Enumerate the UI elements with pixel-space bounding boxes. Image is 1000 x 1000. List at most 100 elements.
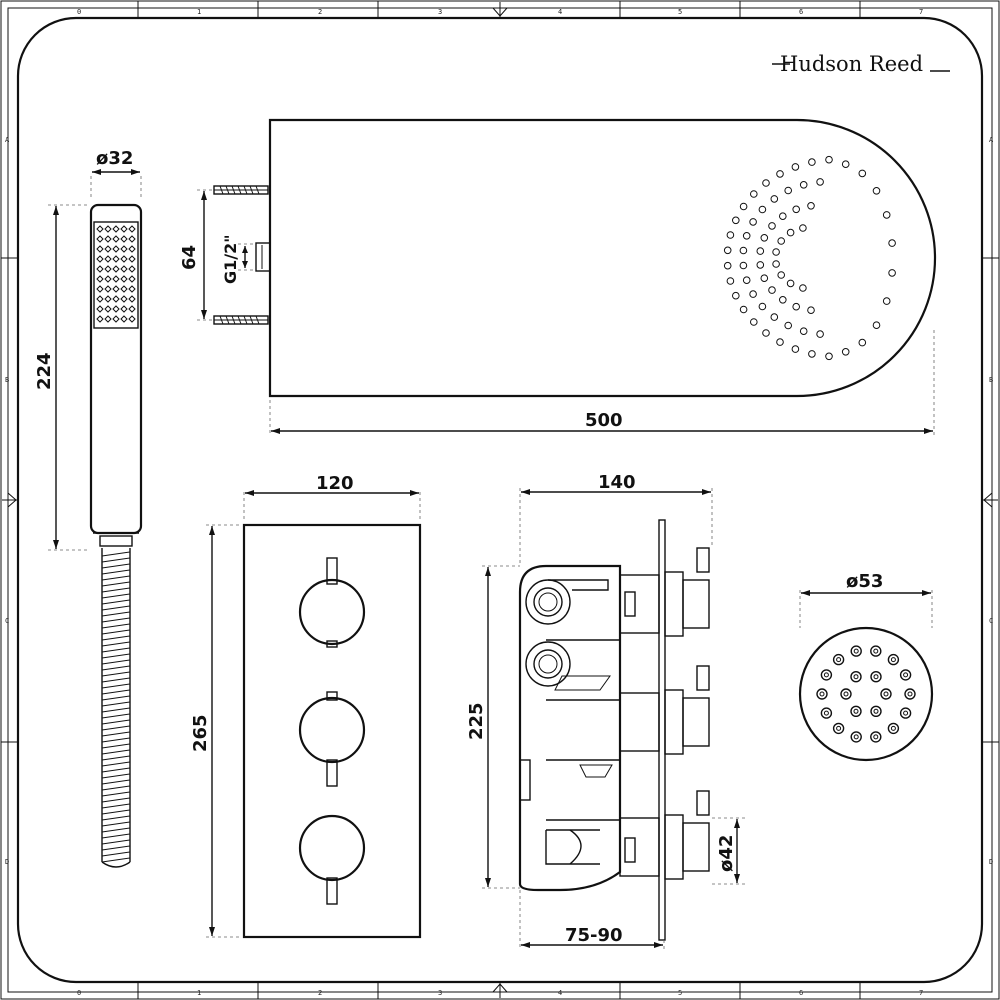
- showerhead-nozzle: [784, 186, 793, 195]
- hose-coil: [101, 563, 131, 569]
- hose-coil: [101, 821, 131, 827]
- hose-coil: [101, 827, 131, 833]
- spray-nozzle: [128, 315, 136, 323]
- hose-coil: [101, 857, 131, 863]
- side-handle-collar: [664, 814, 684, 880]
- showerhead-nozzle: [816, 178, 824, 186]
- jet-nozzle: [816, 688, 828, 700]
- col-label-top: 6: [799, 8, 803, 16]
- jet-nozzle: [850, 645, 862, 657]
- showerhead-nozzle: [726, 231, 735, 239]
- hose-coil: [101, 707, 131, 713]
- spray-nozzle: [112, 235, 120, 243]
- showerhead-nozzle: [762, 179, 770, 187]
- dim-label-arm-thread: G1/2": [221, 234, 240, 284]
- jet-nozzle: [870, 645, 882, 657]
- side-handle-lever: [696, 665, 710, 691]
- side-handle-collar: [664, 571, 684, 637]
- showerhead-nozzle: [786, 279, 795, 288]
- showerhead-nozzle: [750, 318, 758, 326]
- hose-coil: [101, 677, 131, 683]
- brand-name: Hudson Reed: [780, 52, 923, 76]
- spray-nozzle: [120, 225, 128, 233]
- jet-nozzle-inner: [819, 691, 825, 697]
- showerhead-nozzle: [784, 321, 793, 330]
- hose-coil: [101, 737, 131, 743]
- spray-nozzle: [112, 295, 120, 303]
- jet-nozzle-inner: [873, 648, 879, 654]
- jet-nozzle-inner: [853, 708, 859, 714]
- showerhead-nozzle: [770, 313, 779, 321]
- body-jet-drawing: ø53: [798, 571, 934, 762]
- showerhead-nozzle: [841, 348, 850, 356]
- dim-label-handset-diameter: ø32: [96, 148, 133, 169]
- overhead-shower-drawing: 64 G1/2" 500: [179, 118, 937, 436]
- hose-coil: [101, 749, 131, 755]
- hose-coil: [101, 671, 131, 677]
- showerhead-nozzle: [786, 228, 795, 237]
- col-label-top: 3: [438, 8, 442, 16]
- row-label-right: B: [989, 376, 993, 384]
- spray-nozzle: [120, 305, 128, 313]
- spray-nozzle: [120, 265, 128, 273]
- spray-nozzle: [128, 255, 136, 263]
- showerhead-nozzle: [799, 327, 808, 336]
- side-handle-body: [682, 697, 710, 747]
- spray-nozzle: [120, 245, 128, 253]
- col-label-bottom: 4: [558, 989, 562, 997]
- jet-nozzle-inner: [903, 710, 909, 716]
- spray-nozzle: [112, 305, 120, 313]
- jet-nozzle: [840, 688, 852, 700]
- showerhead-nozzle: [749, 218, 757, 226]
- showerhead-nozzle: [758, 302, 767, 311]
- jet-nozzle: [899, 707, 912, 719]
- hose-coil: [101, 551, 131, 557]
- jet-nozzle-inner: [836, 725, 842, 731]
- spray-nozzle: [120, 235, 128, 243]
- col-label-bottom: 7: [919, 989, 923, 997]
- arm-thread: [219, 315, 224, 325]
- col-label-bottom: 0: [77, 989, 81, 997]
- jet-nozzle: [899, 669, 912, 681]
- hose-coil: [101, 695, 131, 701]
- showerhead-nozzle: [792, 205, 801, 214]
- hose-coil: [101, 593, 131, 599]
- hose-coil: [101, 587, 131, 593]
- valve-handle-middle: [298, 691, 366, 787]
- showerhead-nozzle: [758, 205, 767, 214]
- hose-coil: [101, 557, 131, 563]
- hose-coil: [101, 581, 131, 587]
- showerhead-nozzle: [882, 297, 891, 305]
- showerhead-nozzle: [779, 296, 787, 304]
- hose-coil: [101, 797, 131, 803]
- hose-coil: [101, 599, 131, 605]
- hose-coil: [101, 719, 131, 725]
- showerhead-nozzle: [777, 237, 786, 245]
- arm-thread: [249, 315, 254, 325]
- showerhead-nozzle: [732, 291, 740, 300]
- dim-label-handle-diameter: ø42: [716, 835, 737, 872]
- dim-label-body-depth: 140: [598, 472, 636, 493]
- spray-nozzle: [112, 285, 120, 293]
- spray-nozzle: [112, 245, 120, 253]
- showerhead-nozzle: [770, 195, 779, 203]
- hose-coil: [101, 605, 131, 611]
- jet-nozzle-inner: [907, 691, 913, 697]
- arm-thread: [255, 185, 260, 195]
- hose-coil: [101, 713, 131, 719]
- jet-nozzle: [850, 731, 862, 743]
- hand-shower-drawing: ø32 224: [34, 148, 143, 868]
- spray-nozzle: [104, 295, 112, 303]
- arm-thread: [243, 315, 248, 325]
- showerhead-nozzle: [739, 246, 748, 255]
- jet-nozzle: [820, 669, 833, 681]
- hose-coil: [101, 731, 131, 737]
- row-label-left: D: [5, 858, 9, 866]
- jet-nozzle-inner: [853, 674, 859, 680]
- hose-coil: [101, 815, 131, 821]
- jet-nozzle: [870, 671, 882, 683]
- spray-nozzle: [96, 225, 104, 233]
- jet-nozzle-inner: [853, 734, 859, 740]
- dim-label-install-depth: 75-90: [565, 925, 623, 946]
- showerhead-nozzle: [742, 276, 751, 285]
